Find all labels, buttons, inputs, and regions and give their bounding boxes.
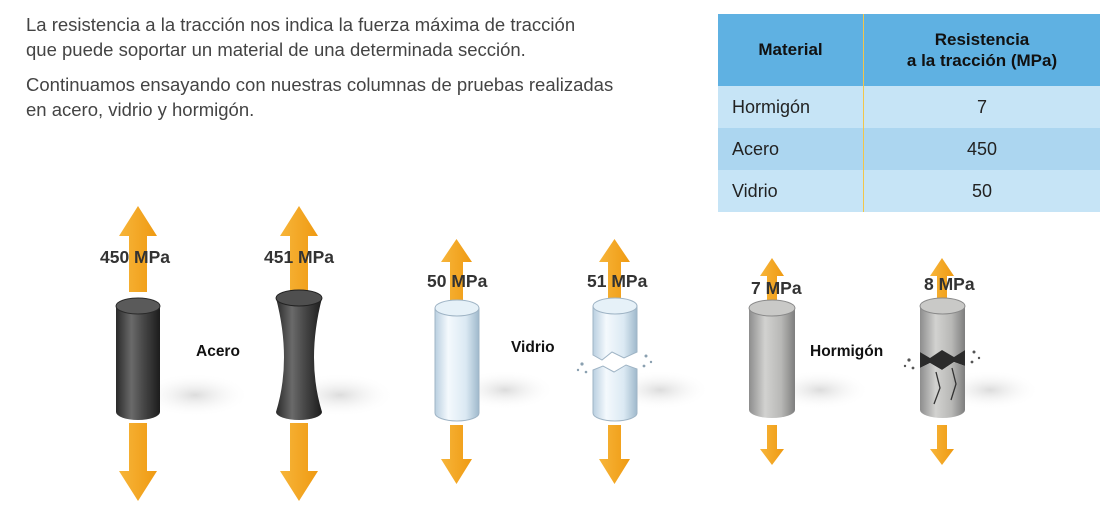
table-row: Vidrio 50: [718, 170, 1100, 212]
intro-p2-line2: en acero, vidrio y hormigón.: [26, 99, 255, 120]
pressure-label: 8 MPa: [924, 274, 975, 294]
specimen-concrete-broken: [903, 258, 981, 465]
arrow-up-icon: [119, 206, 157, 292]
specimen-glass-intact: [434, 239, 480, 484]
row-material: Acero: [718, 128, 864, 170]
table-row: Hormigón 7: [718, 86, 1100, 128]
shadows: [140, 370, 1040, 417]
arrow-down-icon: [599, 425, 630, 484]
intro-paragraph-1: La resistencia a la tracción nos indica …: [26, 12, 686, 62]
resistance-table: Material Resistencia a la tracción (MPa)…: [718, 14, 1100, 212]
intro-p2-line1: Continuamos ensayando con nuestras colum…: [26, 74, 614, 95]
arrow-up-icon: [599, 239, 630, 306]
specimen-steel-intact: [115, 206, 161, 501]
pressure-label: 451 MPa: [264, 247, 334, 267]
pressure-label: 7 MPa: [751, 278, 802, 298]
resistance-table-grid: Material Resistencia a la tracción (MPa)…: [718, 14, 1100, 212]
arrow-up-icon: [760, 258, 784, 304]
row-value: 7: [863, 86, 1100, 128]
intro-text: La resistencia a la tracción nos indica …: [26, 12, 686, 132]
glass-fragments-icon: [576, 354, 653, 374]
concrete-cylinder-upper: [920, 306, 965, 358]
steel-cylinder-top: [275, 289, 323, 307]
header-material: Material: [718, 14, 864, 86]
specimen-steel-necked: [275, 206, 323, 501]
arrow-up-icon: [280, 206, 318, 292]
table-header-row: Material Resistencia a la tracción (MPa): [718, 14, 1100, 86]
pressure-label: 51 MPa: [587, 271, 648, 291]
intro-paragraph-2: Continuamos ensayando con nuestras colum…: [26, 72, 686, 122]
arrow-up-icon: [441, 239, 472, 306]
concrete-cylinder-top: [748, 299, 796, 317]
intro-p1-line1: La resistencia a la tracción nos indica …: [26, 14, 576, 35]
concrete-fracture: [920, 350, 965, 370]
row-value: 50: [863, 170, 1100, 212]
header-resistance: Resistencia a la tracción (MPa): [863, 14, 1100, 86]
shadow: [455, 370, 555, 410]
concrete-cylinder: [749, 308, 795, 418]
arrow-down-icon: [119, 423, 157, 501]
arrow-up-icon: [930, 258, 954, 304]
pressure-label: 50 MPa: [427, 271, 488, 291]
glass-cylinder: [434, 307, 480, 422]
material-label-concrete: Hormigón: [810, 343, 883, 360]
glass-cylinder-top: [592, 297, 638, 315]
glass-cylinder-lower: [592, 364, 638, 422]
row-material: Vidrio: [718, 170, 864, 212]
header-resistance-line1: Resistencia: [934, 30, 1030, 49]
concrete-cylinder-top: [919, 297, 966, 315]
crack-icon: [933, 367, 957, 405]
shadow: [140, 373, 250, 417]
steel-cylinder: [116, 306, 160, 420]
material-label-glass: Vidrio: [511, 339, 555, 356]
row-value: 450: [863, 128, 1100, 170]
glass-cylinder-top: [434, 299, 480, 317]
arrow-down-icon: [760, 425, 784, 465]
concrete-fragments-icon: [903, 350, 981, 370]
steel-cylinder: [276, 298, 322, 420]
specimen-concrete-intact: [748, 258, 796, 465]
table-row: Acero 450: [718, 128, 1100, 170]
material-label-steel: Acero: [196, 343, 240, 360]
arrow-down-icon: [280, 423, 318, 501]
arrow-down-icon: [441, 425, 472, 484]
intro-p1-line2: que puede soportar un material de una de…: [26, 39, 526, 60]
arrow-down-icon: [930, 425, 954, 465]
header-resistance-line2: a la tracción (MPa): [906, 51, 1058, 70]
glass-cylinder-upper: [592, 305, 638, 361]
pressure-label: 450 MPa: [100, 247, 170, 267]
row-material: Hormigón: [718, 86, 864, 128]
specimen-glass-broken: [576, 239, 653, 484]
concrete-cylinder-lower: [920, 362, 965, 418]
steel-cylinder-top: [115, 297, 161, 315]
